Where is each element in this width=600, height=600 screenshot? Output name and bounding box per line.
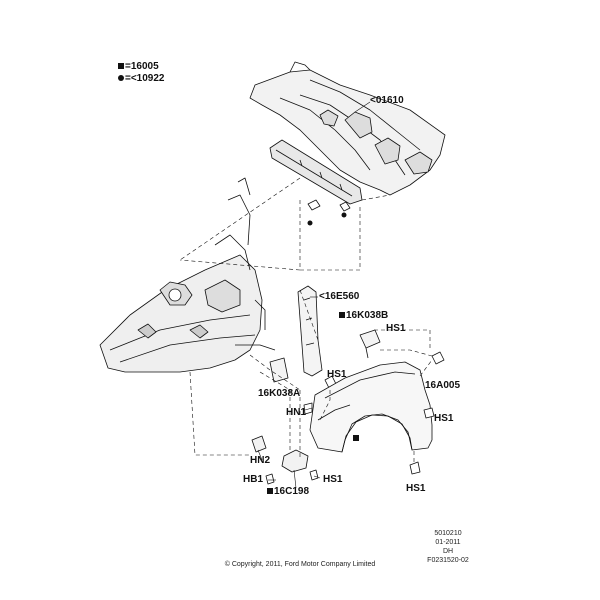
bracket-hn2 <box>251 435 267 453</box>
callout-bracket-a: 16K038A <box>258 388 301 399</box>
callout-hs1-d: HS1 <box>323 474 343 485</box>
cowl-strip <box>269 139 363 205</box>
callout-hs1-c: HS1 <box>434 413 454 424</box>
legend-circle-label: =<10922 <box>125 73 165 84</box>
callout-hn2: HN2 <box>250 455 271 466</box>
callout-apron-brace: <16E560 <box>319 291 360 302</box>
bolt-hs1-bottom <box>409 461 421 475</box>
copyright-notice: © Copyright, 2011, Ford Motor Company Li… <box>224 561 376 568</box>
callout-bracket-b: 16K038B <box>339 310 388 322</box>
callout-hn1: HN1 <box>286 407 307 418</box>
circle-marker-icon <box>118 75 124 81</box>
diagram-code-3: DH <box>442 548 454 555</box>
nut-hn1 <box>303 402 313 415</box>
diagram-code-4: F0231520-02 <box>427 557 469 564</box>
legend-square-label: =16005 <box>125 61 159 72</box>
leader-lines <box>257 101 371 489</box>
cowl-clip-dot-1 <box>307 220 313 226</box>
cowl-clips <box>307 199 351 212</box>
square-marker-icon <box>339 312 345 318</box>
diagram-code-1: 5010210 <box>434 530 462 537</box>
callout-splash-shield-label: 16C198 <box>274 486 310 497</box>
bolt-hs1-right <box>423 407 435 419</box>
assembly-lines <box>179 177 433 462</box>
clip-16a005 <box>431 351 445 365</box>
callout-dash-panel: <01610 <box>370 95 404 106</box>
legend-square-row: =16005 <box>118 61 159 73</box>
callout-splash-shield: 16C198 <box>267 486 309 498</box>
body-structure <box>99 177 276 373</box>
callout-hs1-a: HS1 <box>386 323 406 334</box>
fender-square-marker <box>353 435 359 441</box>
callout-bracket-b-label: 16K038B <box>346 310 389 321</box>
front-fender <box>309 361 433 453</box>
apron-brace <box>297 285 323 377</box>
callout-hs1-e: HS1 <box>406 483 426 494</box>
diagram-code-2: 01-2011 <box>435 539 461 546</box>
callout-fender-clip: 16A005 <box>425 380 461 391</box>
bracket-16k038a <box>269 357 289 383</box>
splash-shield-16c198 <box>281 449 309 473</box>
dash-panel-insulator <box>249 61 446 196</box>
square-marker-icon <box>118 63 124 69</box>
legend-circle-row: =<10922 <box>118 73 165 85</box>
callout-hb1: HB1 <box>243 474 264 485</box>
bolt-hb1 <box>265 473 275 485</box>
cowl-clip-dot-2 <box>341 212 347 218</box>
bolt-hs1-lower <box>309 469 319 481</box>
bracket-16k038b <box>359 329 381 359</box>
square-marker-icon <box>267 488 273 494</box>
callout-hs1-b: HS1 <box>327 369 347 380</box>
